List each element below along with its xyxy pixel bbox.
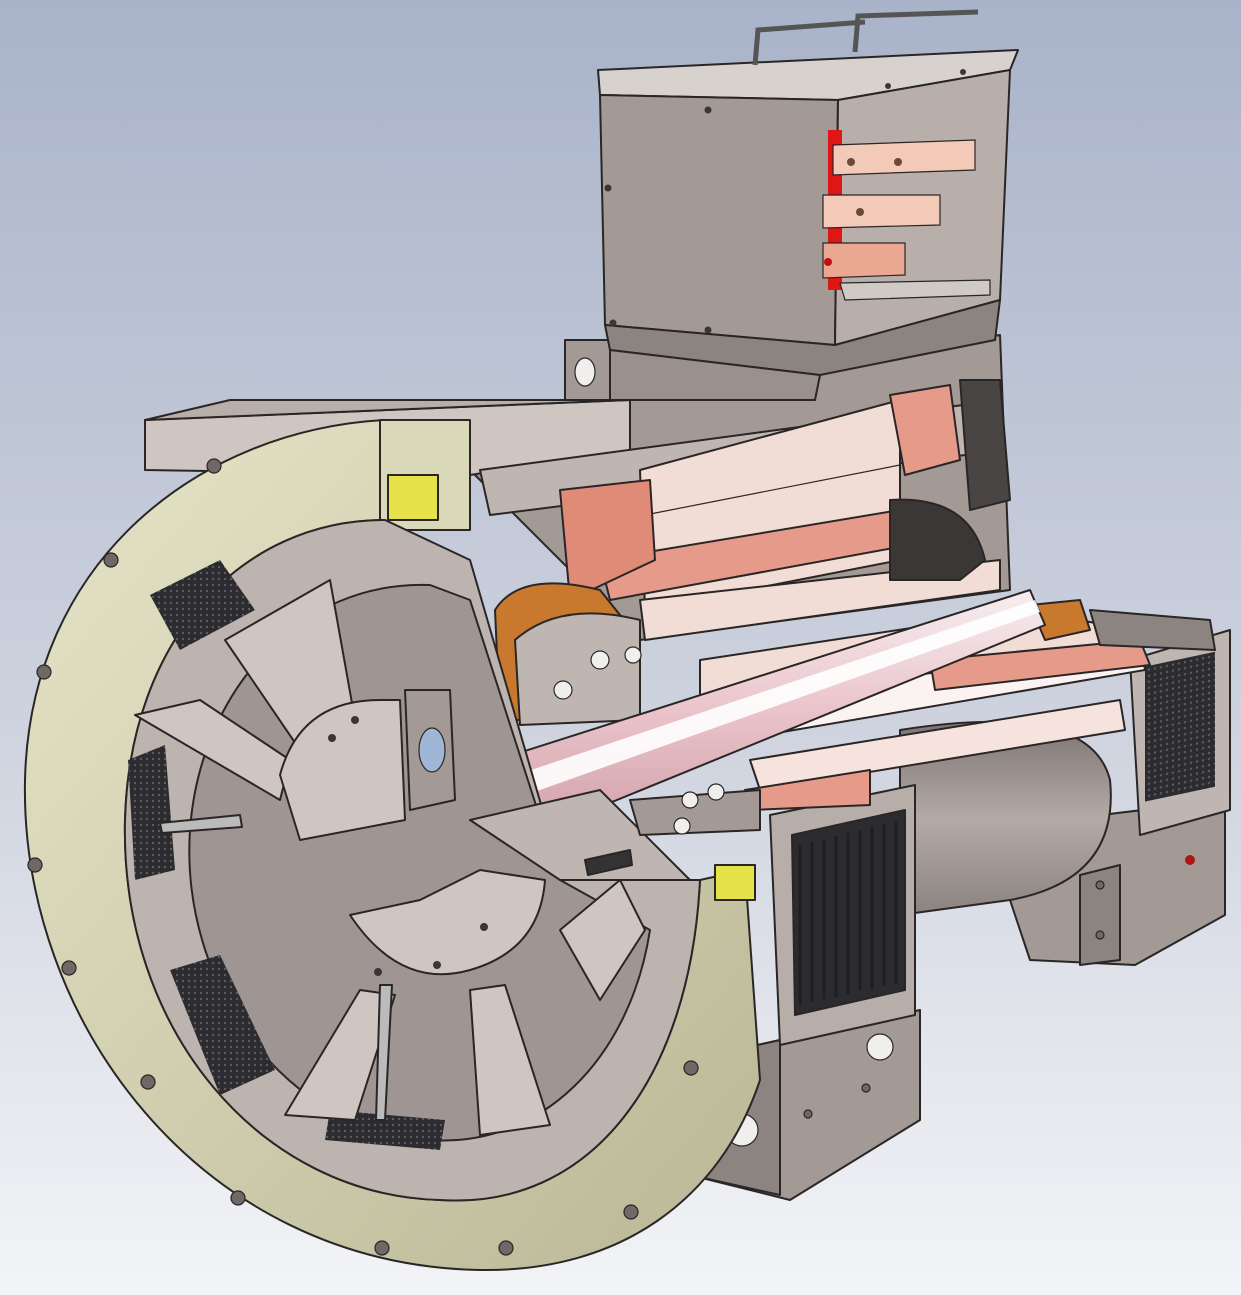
end-flange [23,419,761,1272]
fan-housing [123,519,701,1202]
front-vent-panel [769,784,916,1046]
rear-housing [899,629,1231,966]
stator-core [494,379,1011,726]
lower-internals [469,783,761,881]
terminal-box [597,9,1019,401]
